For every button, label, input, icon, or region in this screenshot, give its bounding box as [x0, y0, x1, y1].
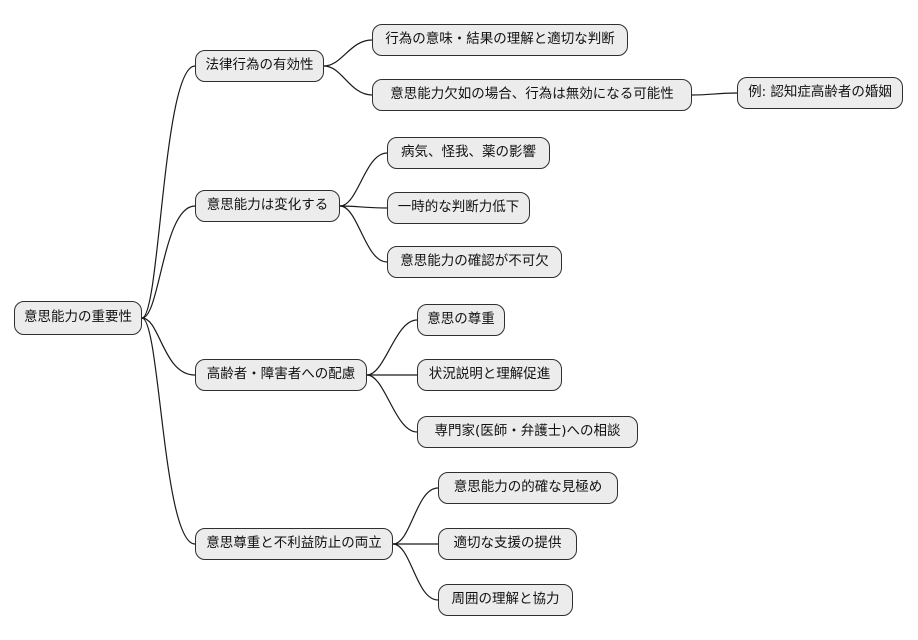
- connector-b3-b3c3: [366, 374, 418, 433]
- connector-root-b4: [141, 317, 196, 545]
- mindmap-node-b1c2: 意思能力欠如の場合、行為は無効になる可能性: [372, 79, 692, 111]
- connector-root-b1: [141, 65, 196, 319]
- connector-root-b2: [141, 205, 196, 319]
- mindmap-node-b3c1: 意思の尊重: [417, 304, 505, 336]
- mindmap-node-b1c1: 行為の意味・結果の理解と適切な判断: [372, 24, 628, 56]
- mindmap-node-b1: 法律行為の有効性: [195, 50, 324, 82]
- mindmap-node-b2c3: 意思能力の確認が不可欠: [387, 246, 562, 278]
- mindmap-node-b4c3: 周囲の理解と協力: [438, 584, 573, 616]
- mindmap-node-b3c2: 状況説明と理解促進: [417, 359, 562, 391]
- mindmap-node-b2c2: 一時的な判断力低下: [387, 192, 530, 224]
- connector-b2-b2c1: [339, 152, 388, 207]
- mindmap-node-b4c1: 意思能力の的確な見極め: [438, 472, 618, 504]
- mindmap-node-b3c3: 専門家(医師・弁護士)への相談: [417, 416, 638, 448]
- mindmap-node-b2c1: 病気、怪我、薬の影響: [387, 137, 550, 169]
- connector-b2-b2c2: [339, 205, 388, 209]
- mindmap-node-root: 意思能力の重要性: [14, 301, 142, 335]
- connector-root-b3: [141, 317, 196, 376]
- connector-b1-b1c1: [323, 39, 373, 67]
- mindmap-node-b1g1: 例: 認知症高齢者の婚姻: [737, 77, 903, 109]
- connector-b1c2-b1g1: [691, 92, 738, 96]
- mindmap-node-b2: 意思能力は変化する: [195, 190, 340, 222]
- connector-b3-b3c1: [366, 319, 418, 376]
- connector-b2-b2c3: [339, 205, 388, 263]
- mindmap-node-b4c2: 適切な支援の提供: [438, 528, 577, 560]
- mindmap-node-b4: 意思尊重と不利益防止の両立: [195, 528, 393, 560]
- connector-b4-b4c1: [392, 487, 439, 545]
- connector-b1-b1c2: [323, 65, 373, 96]
- mindmap-node-b3: 高齢者・障害者への配慮: [195, 359, 367, 391]
- connector-b4-b4c3: [392, 543, 439, 601]
